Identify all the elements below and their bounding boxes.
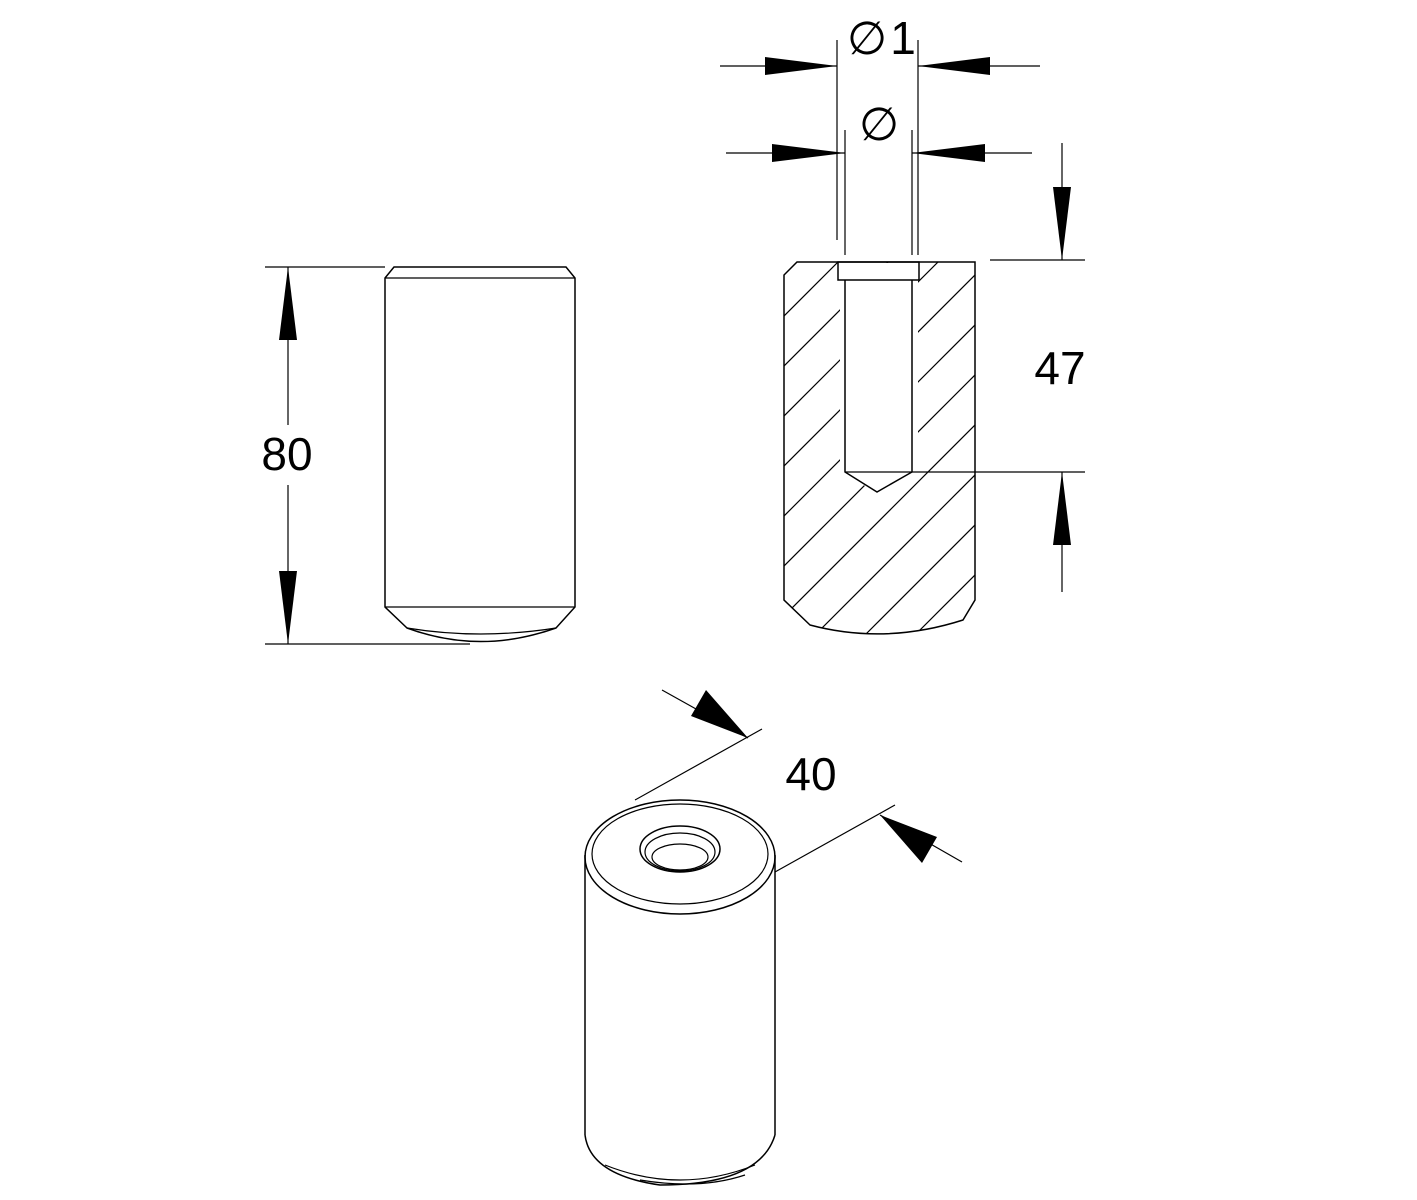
width-value: 40	[785, 748, 836, 800]
arrow-left-icon	[918, 57, 990, 75]
hatch-line	[784, 262, 975, 634]
hatch-line	[899, 262, 975, 634]
diameter-inner-dimension: ∅	[726, 98, 1032, 255]
hatch-line	[784, 262, 801, 634]
diameter-outer-symbol: ∅	[847, 12, 887, 64]
hatch-line	[799, 262, 975, 634]
hatch-line	[784, 262, 975, 634]
hatch-pattern	[784, 262, 975, 634]
arrow-right-icon	[765, 57, 837, 75]
height-value: 80	[261, 428, 312, 480]
arrow-up-icon	[279, 267, 297, 340]
isometric-view	[584, 799, 776, 1186]
hatch-line	[784, 262, 975, 634]
arrow-down-icon	[279, 571, 297, 644]
section-view	[783, 261, 976, 635]
hatch-line	[784, 262, 975, 634]
diameter-outer-value: 1	[890, 12, 916, 64]
arrow-down-icon	[1053, 187, 1071, 260]
hatch-line	[949, 262, 975, 634]
depth-value: 47	[1034, 342, 1085, 394]
depth-dimension: 47	[912, 143, 1086, 592]
hatch-line	[849, 262, 975, 634]
hatch-line	[784, 262, 901, 634]
hatch-line	[784, 262, 975, 634]
arrow-down-right-icon	[691, 690, 748, 738]
arrow-left-icon	[912, 144, 985, 162]
arrow-up-left-icon	[880, 815, 937, 863]
height-dimension: 80	[261, 266, 470, 645]
width-dimension: 40	[634, 689, 963, 873]
front-view	[384, 266, 576, 643]
diameter-outer-dimension: ∅ 1	[720, 12, 1040, 255]
hatch-line	[784, 262, 851, 634]
arrow-right-icon	[772, 144, 845, 162]
hatch-line	[784, 262, 975, 634]
diameter-inner-symbol: ∅	[859, 98, 899, 150]
arrow-up-icon	[1053, 472, 1071, 545]
hatch-line	[784, 262, 975, 634]
hatch-line	[784, 262, 975, 634]
hatch-line	[784, 262, 975, 634]
